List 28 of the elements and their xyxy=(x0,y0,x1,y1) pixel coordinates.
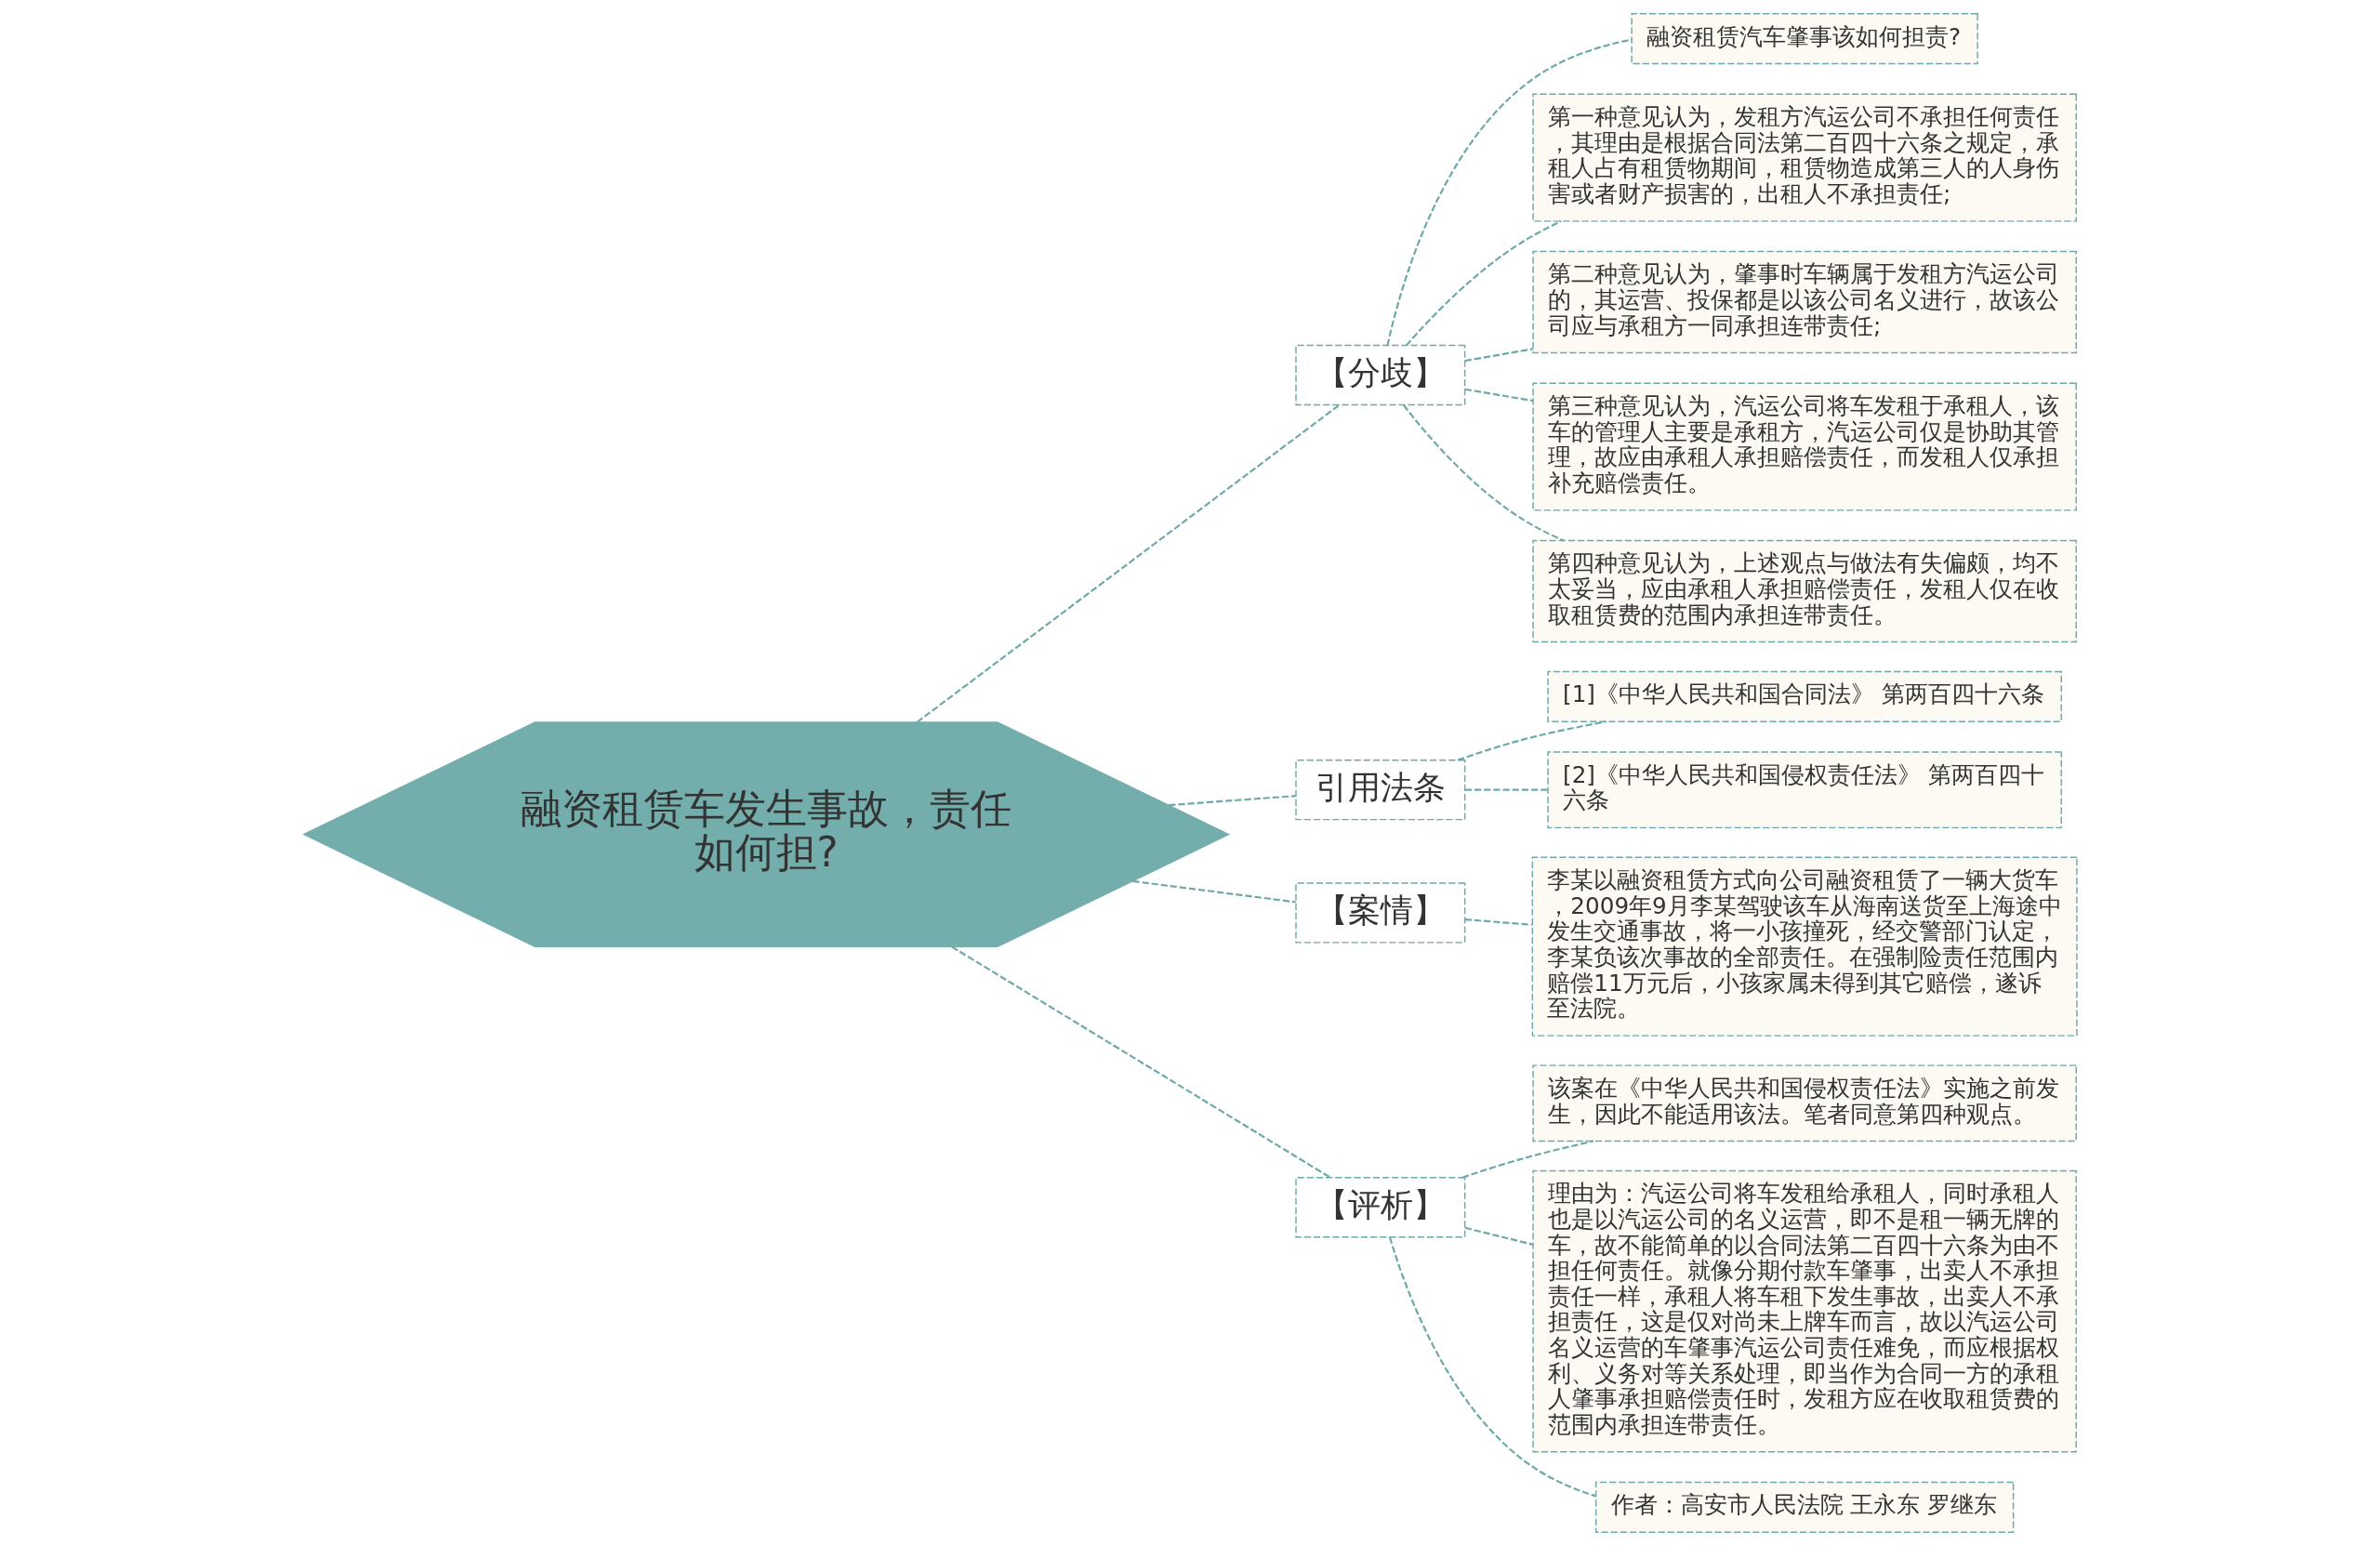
node-box: 【分歧】 xyxy=(1294,344,1465,405)
node-box: 第一种意见认为，发租方汽运公司不承担任何责任，其理由是根据合同法第二百四十六条之规定，承租人占有租赁物期间，租赁物造成第三人的人身伤害或者财产损害的，出租人不承担责任; xyxy=(1531,93,2077,222)
node-box: 第二种意见认为，肇事时车辆属于发租方汽运公司的，其运营、投保都是以该公司名义进行，故该公司应与承租方一同承担连带责任; xyxy=(1531,250,2077,353)
connector xyxy=(1461,1140,1593,1179)
connector xyxy=(916,403,1340,723)
connector xyxy=(1464,347,1533,362)
node-box: 融资租赁汽车肇事该如何担责? xyxy=(1630,12,1978,64)
node-box: [2]《中华人民共和国侵权责任法》 第两百四十六条 xyxy=(1546,750,2062,828)
connector xyxy=(1464,388,1533,402)
connector xyxy=(1457,720,1606,761)
node-box: 【案情】 xyxy=(1294,881,1465,944)
node-box: 引用法条 xyxy=(1294,759,1465,820)
node-box: 第三种意见认为，汽运公司将车发租于承租人，该车的管理人主要是承租方，汽运公司仅是协助其管理，故应由承租人承担赔偿责任，而发租人仅承担补充赔偿责任。 xyxy=(1531,382,2077,511)
connector xyxy=(1464,1226,1533,1246)
connector xyxy=(1385,38,1632,346)
node-box: 【评析】 xyxy=(1294,1176,1465,1237)
connector xyxy=(1131,879,1296,903)
node-box: 作者：高安市人民法院 王永东 罗继东 xyxy=(1594,1481,2014,1533)
node-box: 第四种意见认为，上述观点与做法有失偏颇，均不太妥当，应由承租人承担赔偿责任，发租人仅在收取租赁费的范围内承担连带责任。 xyxy=(1531,539,2077,642)
connector xyxy=(1464,918,1532,926)
connector xyxy=(950,945,1330,1178)
node-box: 理由为：汽运公司将车发租给承租人，同时承租人也是以汽运公司的名义运营，即不是租一辆无牌的车，故不能简单的以合同法第二百四十六条为由不担任何责任。就像分期付款车肇事，出卖人不承担责任一样，承租人将车租下发生事故，出卖人不承担责任，这是仅对尚未上牌车而言，故以汽运公司名义运营的车肇事汽运公司责任难免，而应根据权利、义务对等关系处理，即当作为合同一方的承租人肇事承担赔偿责任时，发租方应在收取租赁费的范围内承担连带责任。 xyxy=(1531,1169,2077,1452)
node-box: [1]《中华人民共和国合同法》 第两百四十六条 xyxy=(1546,670,2062,722)
connector xyxy=(1388,1236,1596,1497)
connector xyxy=(1464,788,1548,791)
node-box: 李某以融资租赁方式向公司融资租赁了一辆大货车，2009年9月李某驾驶该车从海南送货至上海途中发生交通事故，将一小孩撞死，经交警部门认定，李某负该次事故的全部责任。在强制险责任范围内赔偿11万元后，小孩家属未得到其它赔偿，遂诉至法院。 xyxy=(1531,856,2078,1037)
connector xyxy=(1168,794,1296,806)
node-box: 该案在《中华人民共和国侵权责任法》实施之前发生，因此不能适用该法。笔者同意第四种观点。 xyxy=(1531,1063,2077,1142)
